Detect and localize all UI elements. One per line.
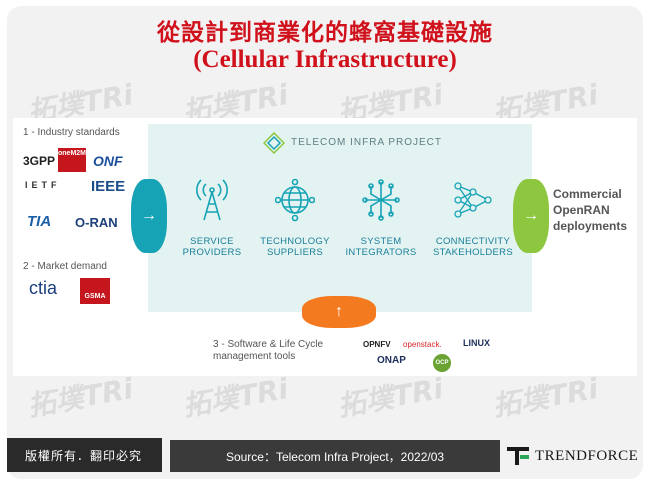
diagram: TELECOM INFRA PROJECT 1 - Industry stand… [13, 118, 637, 376]
section-software-tools: 3 - Software & Life Cycle management too… [213, 339, 324, 362]
ocp-logo: OCP [433, 354, 451, 372]
output-arrow-circle: → [513, 179, 549, 253]
arrow-up-icon: ↑ [335, 303, 343, 320]
page-subtitle: (Cellular Infrastructure) [193, 46, 457, 73]
tools-arrow-circle: ↑ [302, 296, 376, 328]
circuit-icon [362, 179, 400, 221]
linux-logo: LINUX [463, 338, 490, 348]
slide-frame: 從設計到商業化的蜂窩基礎設施 (Cellular Infrastructure)… [7, 6, 643, 479]
neural-network-icon [454, 182, 492, 218]
column-label-connectivity-stakeholders: CONNECTIVITY STAKEHOLDERS [433, 236, 513, 258]
ctia-logo: ctia [29, 278, 58, 298]
oran-logo: O-RAN [75, 215, 118, 230]
gsma-logo: GSMA [80, 278, 110, 304]
page-title: 從設計到商業化的蜂窩基礎設施 [157, 19, 493, 46]
ietf-logo: IETF [25, 180, 61, 190]
opnfv-logo: OPNFV [363, 340, 391, 349]
3gpp-logo: 3GPP [23, 154, 56, 168]
ieee-logo: IEEE [91, 178, 126, 195]
section-industry-standards: 1 - Industry standards [23, 127, 120, 138]
tip-logo-icon [263, 132, 285, 154]
tia-logo: TIA [27, 213, 52, 230]
outcome-label: Commercial OpenRAN deployments [553, 187, 628, 233]
copyright-notice: 版權所有．翻印必究 [7, 438, 162, 472]
globe-network-icon [275, 178, 315, 222]
column-label-service-providers: SERVICE PROVIDERS [182, 236, 242, 258]
openstack-logo: openstack. [403, 340, 442, 349]
antenna-tower-icon [196, 179, 228, 221]
trendforce-mark-icon [507, 447, 529, 465]
onf-logo: ONF [93, 153, 123, 169]
trendforce-logo: TRENDFORCE [505, 440, 643, 472]
trendforce-brand: TRENDFORCE [535, 447, 639, 464]
input-arrow-circle: → [131, 179, 167, 253]
arrow-right-icon: → [523, 207, 539, 224]
section-market-demand: 2 - Market demand [23, 261, 107, 272]
onem2m-logo: oneM2M [58, 148, 86, 172]
arrow-right-icon: → [141, 207, 157, 224]
column-label-system-integrators: SYSTEM INTEGRATORS [345, 236, 417, 258]
column-label-technology-suppliers: TECHNOLOGY SUPPLIERS [260, 236, 330, 258]
onap-logo: ONAP [377, 355, 406, 366]
source-caption: Source：Telecom Infra Project，2022/03 [170, 440, 500, 472]
tip-panel [148, 124, 532, 312]
tip-name: TELECOM INFRA PROJECT [291, 137, 443, 148]
